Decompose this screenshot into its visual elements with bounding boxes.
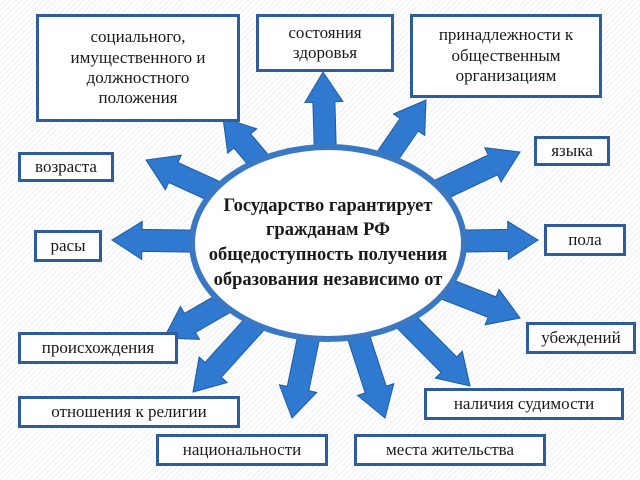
item-health: состояния здоровья xyxy=(256,14,394,72)
item-religion: отношения к религии xyxy=(18,396,240,428)
item-public-organizations: принадлежности к общественным организаци… xyxy=(410,14,602,98)
item-nationality: национальности xyxy=(156,434,328,466)
item-language: языка xyxy=(534,136,610,166)
item-age: возраста xyxy=(18,152,114,182)
item-race: расы xyxy=(34,230,102,262)
item-beliefs: убеждений xyxy=(526,322,636,354)
central-statement: Государство гарантирует гражданам РФ общ… xyxy=(208,195,448,290)
item-gender: пола xyxy=(544,224,626,256)
central-ellipse xyxy=(189,144,467,342)
item-residence: места жительства xyxy=(354,434,546,466)
item-origin: происхождения xyxy=(18,332,178,364)
item-social-status: социального, имущественного и должностно… xyxy=(36,14,240,122)
item-criminal-record: наличия судимости xyxy=(424,388,624,420)
